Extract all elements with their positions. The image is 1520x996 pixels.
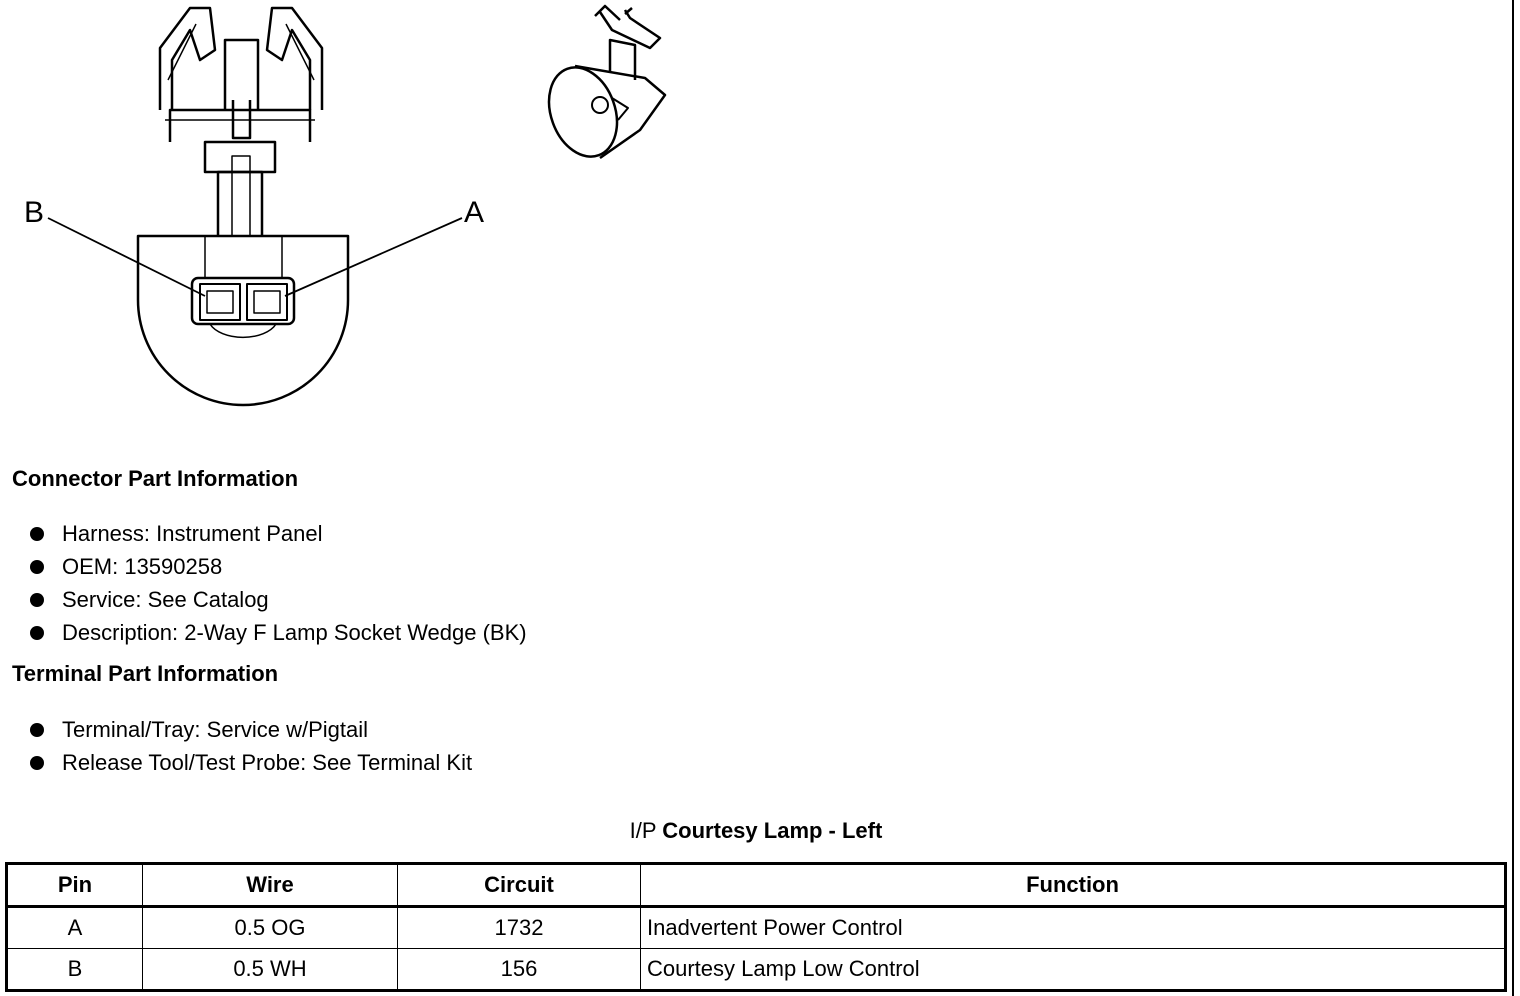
callout-label-a: A xyxy=(464,196,485,229)
table-title: I/P Courtesy Lamp - Left xyxy=(629,818,883,843)
terminal-part-info-title: Terminal Part Information xyxy=(12,661,279,686)
callout-label-b: B xyxy=(24,196,45,229)
column-header-circuit: Circuit xyxy=(397,863,641,908)
column-header-pin: Pin xyxy=(6,863,143,908)
bullet-icon xyxy=(30,560,44,574)
connector-housing xyxy=(136,234,350,407)
bullet-icon xyxy=(30,527,44,541)
column-header-function: Function xyxy=(640,863,1506,908)
list-item: Harness: Instrument Panel xyxy=(28,517,527,550)
right-border-rule xyxy=(1512,0,1514,996)
circuit-cell: 1732 xyxy=(397,906,641,949)
connector-face-diagram xyxy=(47,4,667,407)
bullet-icon xyxy=(30,756,44,770)
column-header-wire: Wire xyxy=(142,863,398,908)
connector-part-info-list: Harness: Instrument Panel OEM: 13590258 … xyxy=(28,517,527,649)
list-item: Release Tool/Test Probe: See Terminal Ki… xyxy=(28,746,472,779)
table-row: B 0.5 WH 156 Courtesy Lamp Low Control xyxy=(6,948,1506,991)
pin-cell: A xyxy=(6,906,143,949)
list-item: Service: See Catalog xyxy=(28,583,527,616)
list-item: Terminal/Tray: Service w/Pigtail xyxy=(28,713,472,746)
bullet-icon xyxy=(30,593,44,607)
table-header-row: Pin Wire Circuit Function xyxy=(6,863,1506,908)
connector-part-info-title: Connector Part Information xyxy=(12,466,299,491)
pin-cell: B xyxy=(6,948,143,991)
table-row: A 0.5 OG 1732 Inadvertent Power Control xyxy=(6,906,1506,949)
function-cell: Inadvertent Power Control xyxy=(640,906,1506,949)
bullet-icon xyxy=(30,723,44,737)
function-cell: Courtesy Lamp Low Control xyxy=(640,948,1506,991)
connector-iso-view xyxy=(547,4,667,160)
list-item: Description: 2-Way F Lamp Socket Wedge (… xyxy=(28,616,527,649)
circuit-cell: 156 xyxy=(397,948,641,991)
wire-cell: 0.5 OG xyxy=(142,906,398,949)
terminal-part-info-list: Terminal/Tray: Service w/Pigtail Release… xyxy=(28,713,472,779)
bullet-icon xyxy=(30,626,44,640)
pinout-table: Pin Wire Circuit Function A 0.5 OG 1732 … xyxy=(5,862,1507,992)
wire-cell: 0.5 WH xyxy=(142,948,398,991)
list-item: OEM: 13590258 xyxy=(28,550,527,583)
